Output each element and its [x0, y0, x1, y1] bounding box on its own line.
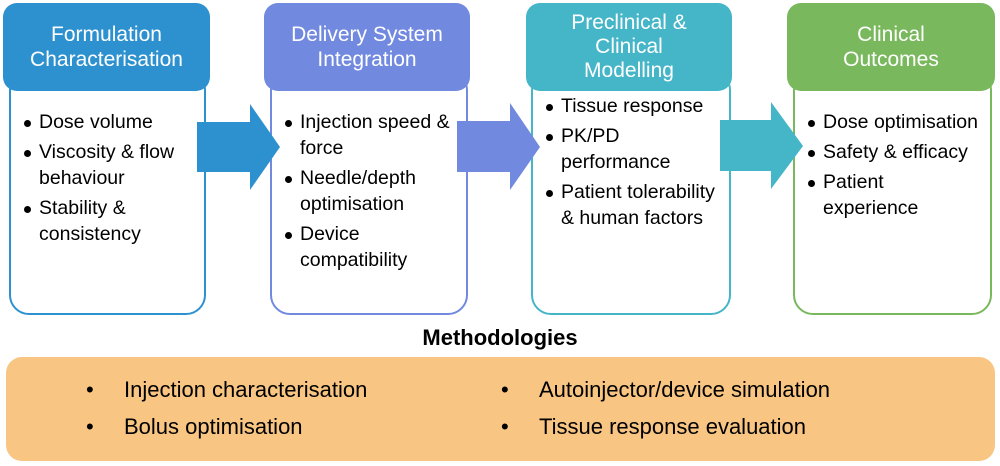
bullet-icon — [24, 206, 31, 213]
stage-4-item: Dose optimisation — [807, 109, 984, 135]
stage-1-item: Viscosity & flow behaviour — [23, 139, 198, 191]
stage-1-body: Dose volume Viscosity & flow behaviour S… — [9, 70, 206, 315]
stage-2-title: Delivery System Integration — [291, 23, 443, 71]
stage-1-items: Dose volume Viscosity & flow behaviour S… — [23, 109, 198, 251]
stage-1-item: Dose volume — [23, 109, 198, 135]
arrow-1-shape — [197, 104, 280, 190]
methodology-item: •Autoinjector/device simulation — [501, 377, 831, 402]
arrow-right-icon — [720, 102, 803, 189]
arrow-right-icon — [457, 103, 540, 190]
methodology-item: •Bolus optimisation — [86, 414, 303, 439]
bullet-icon — [24, 150, 31, 157]
bullet-icon — [808, 150, 815, 157]
stage-3-item: PK/PD performance — [545, 123, 723, 175]
bullet-icon — [24, 120, 31, 127]
stage-3-item: Tissue response — [545, 93, 723, 119]
stage-1-header: Formulation Characterisation — [3, 3, 210, 91]
bullet-icon — [546, 134, 553, 141]
bullet-icon — [285, 176, 292, 183]
stage-2-item: Injection speed & force — [284, 109, 460, 161]
stage-2-item: Needle/depth optimisation — [284, 165, 460, 217]
stage-2-items: Injection speed & force Needle/depth opt… — [284, 109, 460, 277]
stage-4-items: Dose optimisation Safety & efficacy Pati… — [807, 109, 984, 225]
stage-2-body: Injection speed & force Needle/depth opt… — [270, 70, 468, 315]
arrow-3-shape — [720, 102, 803, 189]
bullet-icon — [808, 180, 815, 187]
bullet-icon: • — [501, 377, 509, 402]
bullet-icon — [285, 120, 292, 127]
stage-4-body: Dose optimisation Safety & efficacy Pati… — [793, 70, 992, 315]
methodology-item: •Injection characterisation — [86, 377, 368, 402]
bullet-icon: • — [501, 414, 509, 439]
stage-4-item: Patient experience — [807, 169, 984, 221]
stage-3-items: Tissue response PK/PD performance Patien… — [545, 93, 723, 235]
stage-4-item: Safety & efficacy — [807, 139, 984, 165]
stage-3-header: Preclinical & Clinical Modelling — [526, 3, 732, 91]
bullet-icon — [285, 232, 292, 239]
stage-3-title: Preclinical & Clinical Modelling — [571, 11, 687, 82]
arrow-right-icon — [197, 104, 280, 190]
stage-3-item: Patient tolerability & human factors — [545, 179, 723, 231]
bullet-icon: • — [86, 377, 94, 402]
stage-2-item: Device compatibility — [284, 221, 460, 273]
methodologies-title: Methodologies — [422, 325, 578, 350]
bullet-icon — [546, 104, 553, 111]
stage-1-title: Formulation Characterisation — [30, 23, 183, 71]
methodology-item: •Tissue response evaluation — [501, 414, 807, 439]
arrow-2-shape — [457, 103, 540, 190]
stage-2-header: Delivery System Integration — [264, 3, 470, 91]
stage-4-title: Clinical Outcomes — [843, 23, 939, 71]
methodologies-box: •Injection characterisation •Bolus optim… — [6, 357, 995, 461]
stage-3-body: Tissue response PK/PD performance Patien… — [531, 70, 731, 315]
stage-4-header: Clinical Outcomes — [787, 3, 995, 91]
bullet-icon: • — [86, 414, 94, 439]
bullet-icon — [546, 190, 553, 197]
bullet-icon — [808, 120, 815, 127]
stage-1-item: Stability & consistency — [23, 195, 198, 247]
